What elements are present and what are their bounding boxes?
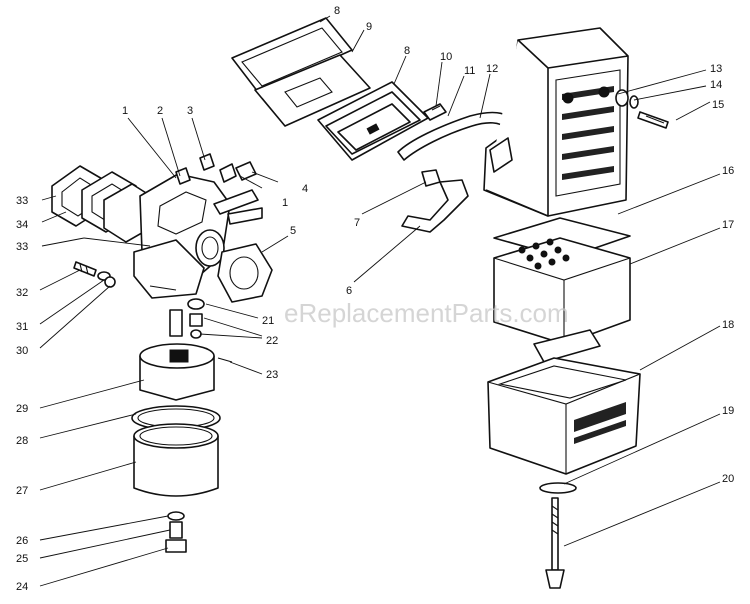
callout-25: 25 xyxy=(16,553,28,565)
washer-19 xyxy=(539,482,577,494)
callout-32: 32 xyxy=(16,287,28,299)
callout-28: 28 xyxy=(16,435,28,447)
bracket-6 xyxy=(401,179,469,233)
callout-20: 20 xyxy=(722,473,734,485)
gasket-plate-8-top xyxy=(231,17,353,93)
float-bowl-27 xyxy=(133,423,219,497)
callout-26: 26 xyxy=(16,535,28,547)
air-cleaner-cover xyxy=(483,27,629,217)
callout-30: 30 xyxy=(16,345,28,357)
callout-31: 31 xyxy=(16,321,28,333)
callout-5: 5 xyxy=(290,225,296,237)
screw-10 xyxy=(423,103,447,121)
carburetor-body xyxy=(133,173,263,299)
watermark: eReplacementParts.com xyxy=(284,298,569,328)
bowl-screw-24-25-26 xyxy=(165,511,187,553)
callout-12: 12 xyxy=(486,63,498,75)
callout-13: 13 xyxy=(710,63,722,75)
callout-labels: 1 2 3 4 1 5 8 9 8 10 11 12 13 14 15 16 1… xyxy=(16,5,734,593)
gaskets-33-34 xyxy=(51,165,155,243)
callout-9: 9 xyxy=(366,21,372,33)
callout-23: 23 xyxy=(266,369,278,381)
filter-housing-17 xyxy=(493,237,631,363)
callout-19: 19 xyxy=(722,405,734,417)
float-29 xyxy=(139,343,215,401)
callout-18: 18 xyxy=(722,319,734,331)
callout-2: 2 xyxy=(157,105,163,117)
callout-8b: 8 xyxy=(404,45,410,57)
callout-33b: 33 xyxy=(16,241,28,253)
callout-11: 11 xyxy=(464,65,475,77)
callout-21: 21 xyxy=(262,315,274,327)
bolt-15 xyxy=(637,111,669,129)
callout-22: 22 xyxy=(266,335,278,347)
air-cleaner-base-18 xyxy=(487,357,641,475)
leader-lines xyxy=(39,15,721,587)
callout-3: 3 xyxy=(187,105,193,117)
callout-7: 7 xyxy=(354,217,360,229)
callout-34: 34 xyxy=(16,219,28,231)
callout-16: 16 xyxy=(722,165,734,177)
callout-29: 29 xyxy=(16,403,28,415)
callout-1b: 1 xyxy=(282,197,288,209)
callout-33a: 33 xyxy=(16,195,28,207)
callout-15: 15 xyxy=(712,99,724,111)
gasket-5 xyxy=(217,243,273,303)
callout-1a: 1 xyxy=(122,105,128,117)
parts-30-31-32 xyxy=(73,261,116,288)
callout-27: 27 xyxy=(16,485,28,497)
callout-17: 17 xyxy=(722,219,734,231)
callout-14: 14 xyxy=(710,79,722,91)
callout-24: 24 xyxy=(16,581,28,593)
plate-8-lower xyxy=(317,81,429,161)
gasket-9 xyxy=(254,54,371,127)
callout-8a: 8 xyxy=(334,5,340,17)
callout-6: 6 xyxy=(346,285,352,297)
callout-4: 4 xyxy=(302,183,308,195)
stud-20 xyxy=(545,497,565,589)
callout-10: 10 xyxy=(440,51,452,63)
screws-1-2-3 xyxy=(175,153,257,185)
screw-7 xyxy=(421,169,441,187)
